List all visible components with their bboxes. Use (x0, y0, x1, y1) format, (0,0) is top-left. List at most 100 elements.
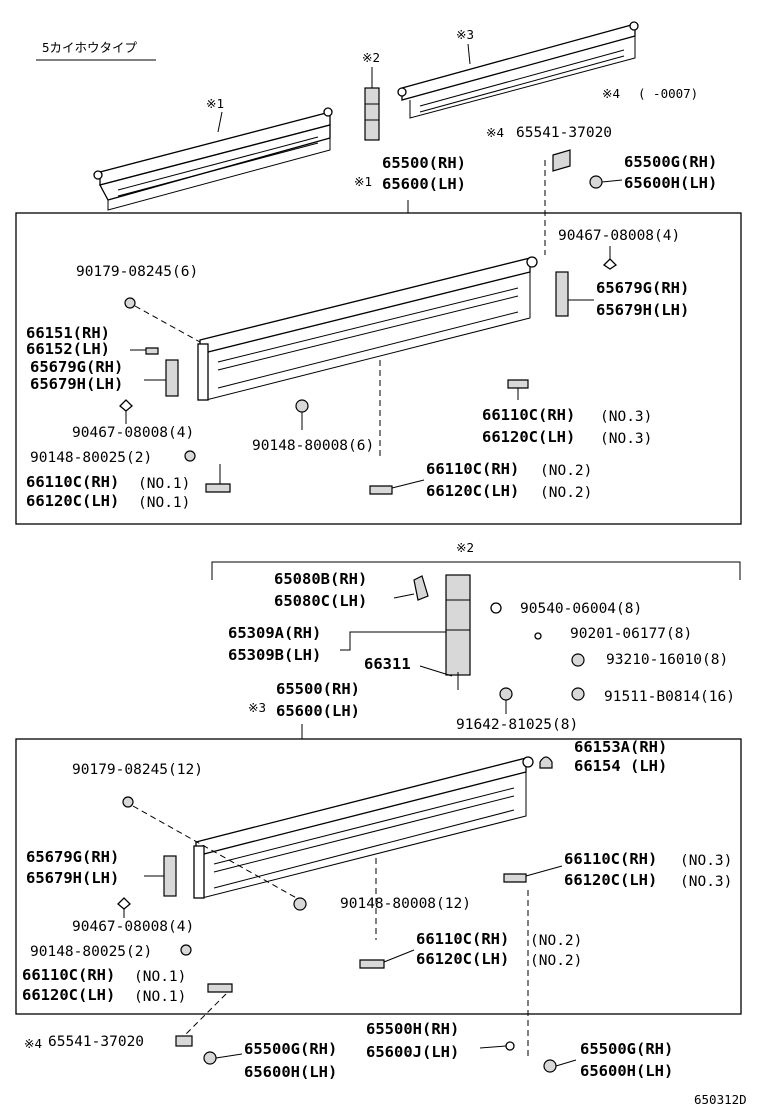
latch-bottom-right-icon (543, 1059, 557, 1073)
label-no1-b: (NO.1) (138, 495, 190, 511)
mark-2-label: ※2 (362, 50, 380, 65)
post-illustration (364, 87, 380, 141)
label-no3-s3-a: (NO.3) (680, 853, 732, 869)
grommet-90179-s3-icon (122, 796, 134, 808)
leader-no3-s3 (525, 865, 563, 877)
bracket-65080-icon (413, 575, 429, 601)
clip-90467-s3-icon (117, 897, 131, 910)
part-65500g-rh-bl: 65500G(RH) (244, 1040, 337, 1058)
leader-65080 (393, 593, 415, 599)
label-no1-s3-b: (NO.1) (134, 989, 186, 1005)
part-65309a-rh: 65309A(RH) (228, 624, 321, 642)
part-65600h-lh-bl: 65600H(LH) (244, 1063, 337, 1081)
dash-no1-s3 (183, 993, 227, 1037)
part-66120c-no2-s3: 66120C(LH) (416, 950, 509, 968)
part-66110c-no2: 66110C(RH) (426, 460, 519, 478)
mark-3-label: ※3 (456, 27, 474, 42)
part-65600-lh: 65600(LH) (382, 175, 466, 193)
part-90467-08008-left: 90467-08008(4) (72, 425, 194, 441)
part-65679h-lh-right: 65679H(LH) (596, 301, 689, 319)
part-66120c-no1-s3: 66120C(LH) (22, 986, 115, 1004)
bolt-91511-icon (571, 687, 585, 701)
part-65080c-lh: 65080C(LH) (274, 592, 367, 610)
hinge-no3-icon (507, 379, 529, 389)
dash-90179 (134, 305, 201, 343)
bolt-90148-80025-icon (184, 450, 196, 462)
latch-65500g-icon (589, 175, 603, 189)
hinge-no1-icon (205, 483, 231, 493)
part-65541-37020-bottom: 65541-37020 (48, 1034, 144, 1050)
part-65679h-lh-left: 65679H(LH) (30, 375, 123, 393)
label-no2-s3-b: (NO.2) (530, 953, 582, 969)
mark-3-label-s3: ※3 (248, 700, 266, 715)
gate-section-3 (193, 756, 534, 899)
label-no2-a: (NO.2) (540, 463, 592, 479)
gate-section-1 (197, 256, 538, 401)
label-no1-s3-a: (NO.1) (134, 969, 186, 985)
part-65679g-rh-left: 65679G(RH) (30, 358, 123, 376)
figure-code: 650312D (694, 1092, 747, 1107)
bracket-65541-icon (552, 149, 571, 172)
part-65600j-lh: 65600J(LH) (366, 1043, 459, 1061)
bolt-90148-80008-icon (295, 399, 309, 413)
part-66152-lh: 66152(LH) (26, 340, 110, 358)
type-label: 5カイホウタイプ (42, 40, 138, 55)
washer-65500h-icon (505, 1041, 515, 1051)
gate-3-illustration (397, 21, 639, 119)
leader-latch-bl (215, 1053, 243, 1059)
plate-65679-s3-icon (163, 855, 177, 897)
part-90201-06177: 90201-06177(8) (570, 626, 692, 642)
gate-1-illustration (93, 107, 333, 211)
part-65600h-lh-br: 65600H(LH) (580, 1062, 673, 1080)
part-65600-lh-s3: 65600(LH) (276, 702, 360, 720)
part-90179-08245-s1: 90179-08245(6) (76, 264, 198, 280)
part-66110c-no2-s3: 66110C(RH) (416, 930, 509, 948)
part-91511-b0814: 91511-B0814(16) (604, 689, 735, 705)
plate-65679-left-icon (165, 359, 179, 397)
part-65679g-rh-s3: 65679G(RH) (26, 848, 119, 866)
section-3-box (15, 738, 742, 1015)
leader-latch-br (555, 1059, 577, 1067)
mark-4-label: ※4 (602, 86, 620, 101)
bracket-65541-bottom-icon (175, 1035, 193, 1047)
part-65600h-lh: 65600H(LH) (624, 174, 717, 192)
part-65500g-rh: 65500G(RH) (624, 153, 717, 171)
part-66311: 66311 (364, 655, 411, 673)
nut-90540-icon (490, 602, 502, 614)
part-65679h-lh-s3: 65679H(LH) (26, 869, 119, 887)
bolt-93210-icon (571, 653, 585, 667)
part-65500-rh: 65500(RH) (382, 154, 466, 172)
section-1-box (15, 212, 742, 525)
part-90467-08008-s1: 90467-08008(4) (558, 228, 680, 244)
mark-4-label-2: ※4 (486, 125, 504, 140)
dash-90179-s3 (132, 805, 301, 901)
part-65500-rh-s3: 65500(RH) (276, 680, 360, 698)
label-no3-b: (NO.3) (600, 431, 652, 447)
mark-4-label-bottom: ※4 (24, 1036, 42, 1051)
part-66110c-no3: 66110C(RH) (482, 406, 575, 424)
part-66120c-no3-s3: 66120C(LH) (564, 871, 657, 889)
label-no3-s3-b: (NO.3) (680, 874, 732, 890)
leader-no2 (391, 479, 425, 489)
clip-90467-icon (602, 258, 618, 270)
plate-65679-right-icon (555, 271, 569, 317)
hinge-no1-s3-icon (207, 983, 233, 993)
leader-66311 (419, 665, 453, 677)
hinge-no2-s3-icon (359, 959, 385, 969)
bolt-90148-80008-s3-icon (293, 897, 307, 911)
bolt-90148-80025-s3-icon (180, 944, 192, 956)
part-90179-08245-s3: 90179-08245(12) (72, 762, 203, 778)
bolt-91642-icon (499, 687, 513, 701)
part-90148-80025-s3: 90148-80025(2) (30, 944, 152, 960)
latch-leader (601, 179, 623, 183)
hinge-no3-s3-icon (503, 873, 527, 883)
label-no1-a: (NO.1) (138, 476, 190, 492)
part-90148-80025-s1: 90148-80025(2) (30, 450, 152, 466)
part-66110c-no3-s3: 66110C(RH) (564, 850, 657, 868)
part-66151-rh: 66151(RH) (26, 324, 110, 342)
part-65541-37020: 65541-37020 (516, 125, 612, 141)
part-65679g-rh-right: 65679G(RH) (596, 279, 689, 297)
hook-66153-icon (539, 756, 553, 769)
mark-1-label-2: ※1 (354, 174, 372, 189)
mark-1-label: ※1 (206, 96, 224, 111)
